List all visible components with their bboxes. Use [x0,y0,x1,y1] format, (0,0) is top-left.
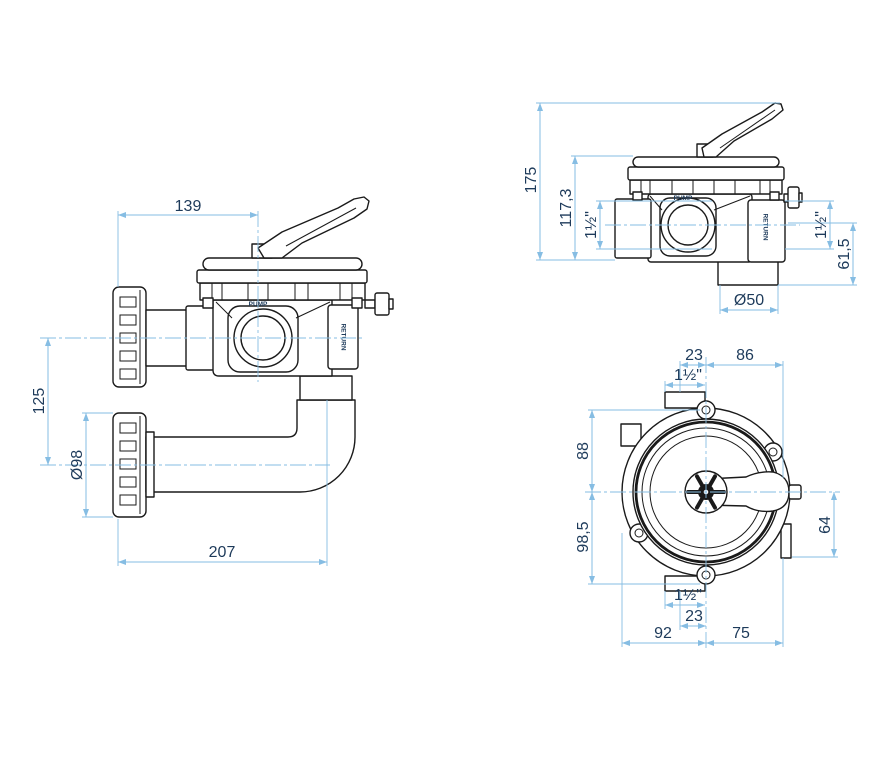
top-port-upper [664,391,706,409]
top-view-dimensions: 23 86 1½" 88 98,5 64 1½" 23 92 75 [575,347,840,648]
front-body-ribs [649,195,751,211]
lid-bolt-tab-left [202,297,214,309]
dim-port-spacing-label: 125 [31,388,48,415]
dim-union-diameter-label: Ø98 [69,450,86,480]
lid-middle-band [196,269,368,284]
lid-top-plate [202,257,363,271]
side-view-dimensions: 139 125 Ø98 207 [31,198,365,566]
front-view: RETURN PUMP [614,102,803,286]
dim-top-port-label: 1½" [674,367,702,384]
dim-bottom-left-label: 92 [654,625,672,642]
front-drain-knob [798,192,803,203]
front-return-label: RETURN [762,213,769,240]
top-bolt-left [634,528,644,538]
front-handle-lever [701,102,784,158]
dim-port-left-label: 1½" [583,211,600,239]
dim-axis-height-label: 117,3 [558,188,575,227]
lid-bolt-tab-right [351,297,363,309]
top-bolt-right [768,447,778,457]
front-lid-lower-band [629,179,783,195]
handle-lever-edge [285,207,357,247]
drain-nut [374,292,390,316]
top-view [620,391,802,592]
dim-bottom-port-label: 1½" [674,587,702,604]
dim-bottom-right-label: 75 [732,625,750,642]
front-handle-lever-edge [719,109,776,149]
lower-elbow-pipe [145,399,356,493]
dim-port-right-label: 1½" [813,211,830,239]
lower-union-nut-teeth [119,416,141,514]
dim-top-offset-label: 23 [685,347,703,364]
dim-handle-offset-label: 139 [175,198,202,215]
front-pump-label: PUMP [674,195,693,202]
front-lid-tab-left [632,191,643,201]
front-lid-middle-band [627,166,785,181]
dim-lower-depth-label: 98,5 [575,521,592,552]
dim-outlet-height-label: 61,5 [836,238,853,269]
handle-lever [257,196,370,259]
front-lid-ribs [640,180,771,194]
dim-right-port-label: 64 [817,516,834,534]
return-port-block [327,304,359,370]
pump-label: PUMP [249,301,268,308]
front-lid-top-plate [632,156,780,168]
top-port-right [780,523,792,559]
body-ribs [215,301,331,319]
dim-outlet-diameter-label: Ø50 [734,292,764,309]
dim-upper-depth-label: 88 [575,442,592,460]
lid-ribs [211,283,353,300]
front-lid-tab-right [769,191,780,201]
dim-overall-length-label: 207 [209,544,236,561]
elbow-riser [299,375,353,401]
dim-overall-height-label: 175 [523,167,540,194]
upper-union-nut [112,286,147,388]
upper-union-nut-teeth [119,290,141,384]
drain-shaft [364,299,376,309]
front-view-dimensions: 175 117,3 1½" 1½" 61,5 Ø50 [523,102,857,314]
drain-knob [388,298,394,310]
side-view: RETURN PUMP [112,196,394,518]
return-label: RETURN [340,323,347,350]
lower-pipe-collar [145,431,155,498]
front-drain-nut [787,186,800,209]
upper-union-nut-body [112,286,147,388]
front-return-block [747,199,786,263]
top-port-left [620,423,642,447]
dim-top-right-label: 86 [736,347,754,364]
dim-bottom-offset-label: 23 [685,608,703,625]
